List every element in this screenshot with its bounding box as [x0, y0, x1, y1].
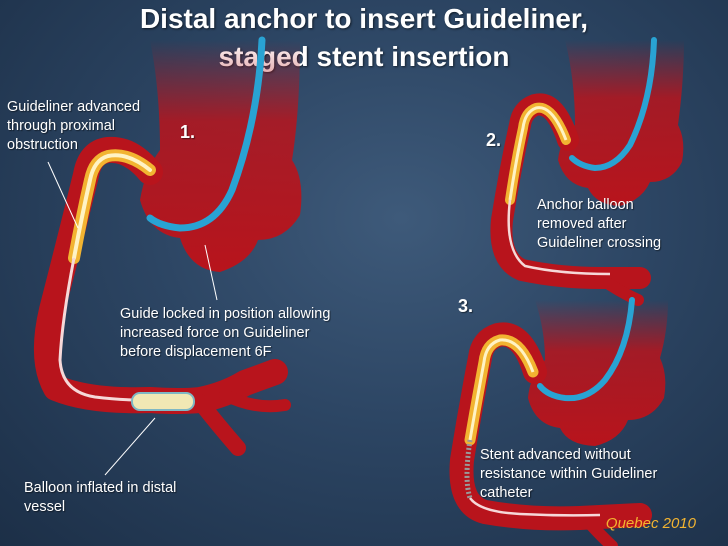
annotation-line: Balloon inflated in distal — [24, 479, 176, 498]
source-credit: Quebec 2010 — [606, 515, 696, 532]
annotation-line: through proximal — [7, 117, 140, 136]
distal-branch-1 — [200, 402, 238, 448]
annotation-line: increased force on Guideliner — [120, 324, 330, 343]
annotation-line: Guideliner crossing — [537, 234, 661, 253]
annotation-stent-advanced: Stent advanced without resistance within… — [480, 446, 657, 503]
annotation-line: removed after — [537, 215, 661, 234]
step-2-number: 2. — [486, 130, 501, 151]
distal-branch-1b — [225, 395, 285, 406]
aortic-root-3 — [528, 300, 668, 446]
annotation-line: before displacement 6F — [120, 343, 330, 362]
annotation-line: resistance within Guideliner — [480, 465, 657, 484]
step-1-number: 1. — [180, 122, 195, 143]
annotation-line: Stent advanced without — [480, 446, 657, 465]
annotation-line: Guideliner advanced — [7, 98, 140, 117]
annotation-anchor-removed: Anchor balloon removed after Guideliner … — [537, 196, 661, 253]
annotation-line: Anchor balloon — [537, 196, 661, 215]
annotation-balloon-inflated: Balloon inflated in distal vessel — [24, 479, 176, 517]
annotation-guide-locked: Guide locked in position allowing increa… — [120, 305, 330, 362]
anchor-balloon — [132, 393, 194, 410]
stent-3 — [467, 440, 470, 498]
pointer-balloon — [105, 418, 155, 475]
annotation-guideliner-advanced: Guideliner advanced through proximal obs… — [7, 98, 140, 155]
annotation-line: catheter — [480, 484, 657, 503]
aortic-root-2 — [558, 40, 684, 206]
annotation-line: obstruction — [7, 136, 140, 155]
panel-3-illustration — [461, 300, 668, 546]
panel-2-illustration — [501, 40, 684, 300]
aortic-root-1 — [140, 40, 301, 272]
annotation-line: Guide locked in position allowing — [120, 305, 330, 324]
step-3-number: 3. — [458, 296, 473, 317]
annotation-line: vessel — [24, 498, 176, 517]
